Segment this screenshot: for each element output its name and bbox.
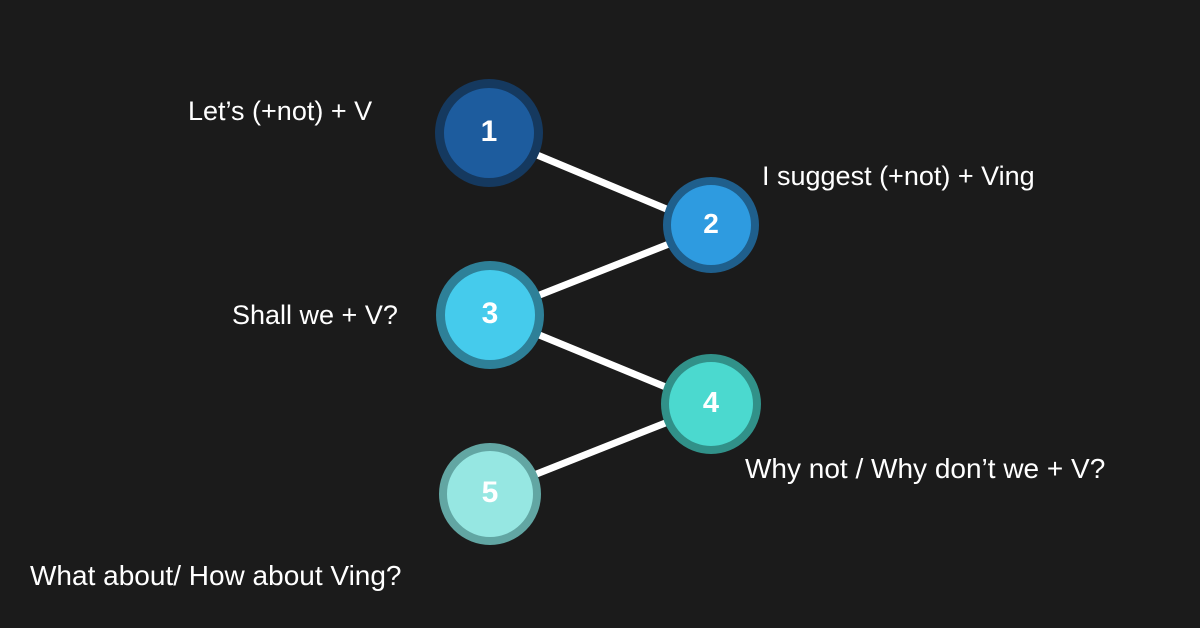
graph-node-label-2: 2 [703, 208, 719, 239]
graph-edge-5-to-4 [527, 416, 675, 481]
text-label-node-4: Why not / Why don’t we + V? [745, 453, 1106, 484]
text-label-node-2: I suggest (+not) + Ving [762, 161, 1035, 191]
text-label-node-1: Let’s (+not) + V [188, 96, 373, 126]
graph-node-label-4: 4 [702, 386, 720, 419]
graph-node-label-1: 1 [480, 115, 498, 148]
graph-edge-3-to-4 [530, 328, 675, 394]
graph-node-4[interactable]: 4 [661, 354, 761, 454]
text-label-node-5: What about/ How about Ving? [30, 560, 402, 591]
graph-node-5[interactable]: 5 [439, 443, 541, 545]
graph-node-label-3: 3 [481, 297, 499, 330]
graph-node-2[interactable]: 2 [663, 177, 759, 273]
graph-edge-3-to-2 [530, 238, 676, 302]
graph-edge-1-to-2 [528, 148, 678, 217]
graph-node-3[interactable]: 3 [436, 261, 544, 369]
graph-node-label-5: 5 [481, 476, 499, 509]
graph-node-1[interactable]: 1 [435, 79, 543, 187]
text-label-node-3: Shall we + V? [232, 300, 398, 330]
